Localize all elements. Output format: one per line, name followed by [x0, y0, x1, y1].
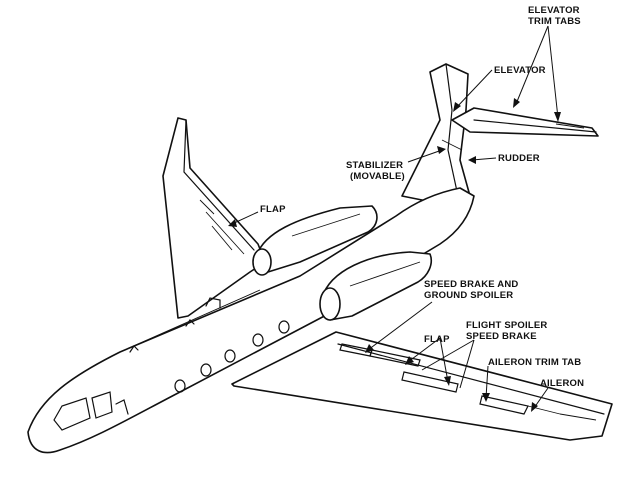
label-speed-brake: SPEED BRAKE AND — [424, 279, 519, 290]
left-wing — [162, 117, 266, 319]
label-elevator-trim-tabs-line2: TRIM TABS — [528, 16, 581, 27]
horizontal-stabilizer — [451, 107, 599, 137]
label-flap-upper: FLAP — [260, 204, 286, 215]
engines — [252, 205, 433, 321]
label-aileron: AILERON — [540, 378, 584, 389]
leader-lines — [228, 25, 561, 412]
label-ground-spoiler: GROUND SPOILER — [424, 290, 513, 301]
label-aileron-trim-tab: AILERON TRIM TAB — [488, 357, 581, 368]
vertical-tail — [401, 63, 471, 207]
label-flight-spoiler-speed-brake: SPEED BRAKE — [466, 331, 537, 342]
right-wing — [231, 331, 613, 441]
label-rudder: RUDDER — [498, 153, 540, 164]
label-elevator-trim-tabs: ELEVATOR — [528, 5, 580, 16]
callout-labels: ELEVATOR TRIM TABS ELEVATOR STABILIZER (… — [260, 5, 584, 389]
label-stabilizer-movable: (MOVABLE) — [350, 171, 405, 182]
label-flight-spoiler: FLIGHT SPOILER — [466, 320, 547, 331]
fuselage — [27, 187, 475, 454]
label-flap-lower: FLAP — [424, 334, 450, 345]
label-elevator: ELEVATOR — [494, 65, 546, 76]
label-stabilizer: STABILIZER — [346, 160, 403, 171]
